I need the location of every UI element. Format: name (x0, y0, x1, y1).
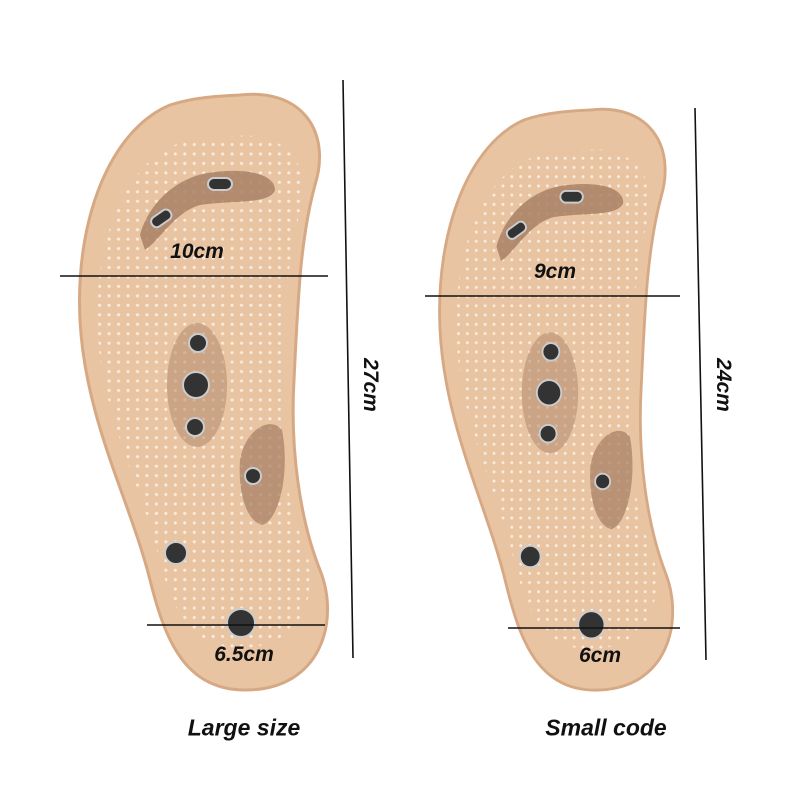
small-length-label: 24cm (712, 358, 735, 412)
large-width-label: 10cm (170, 240, 224, 263)
small-insole (440, 109, 673, 690)
large-length-label: 27cm (359, 358, 382, 412)
large-length-line (342, 79, 354, 659)
large-heel-label: 6.5cm (214, 643, 274, 666)
small-length-line (694, 107, 707, 661)
large-caption: Large size (187, 714, 301, 741)
small-width-label: 9cm (533, 260, 577, 283)
small-caption: Small code (545, 714, 667, 741)
large-insole (80, 94, 328, 690)
small-heel-label: 6cm (578, 644, 622, 667)
